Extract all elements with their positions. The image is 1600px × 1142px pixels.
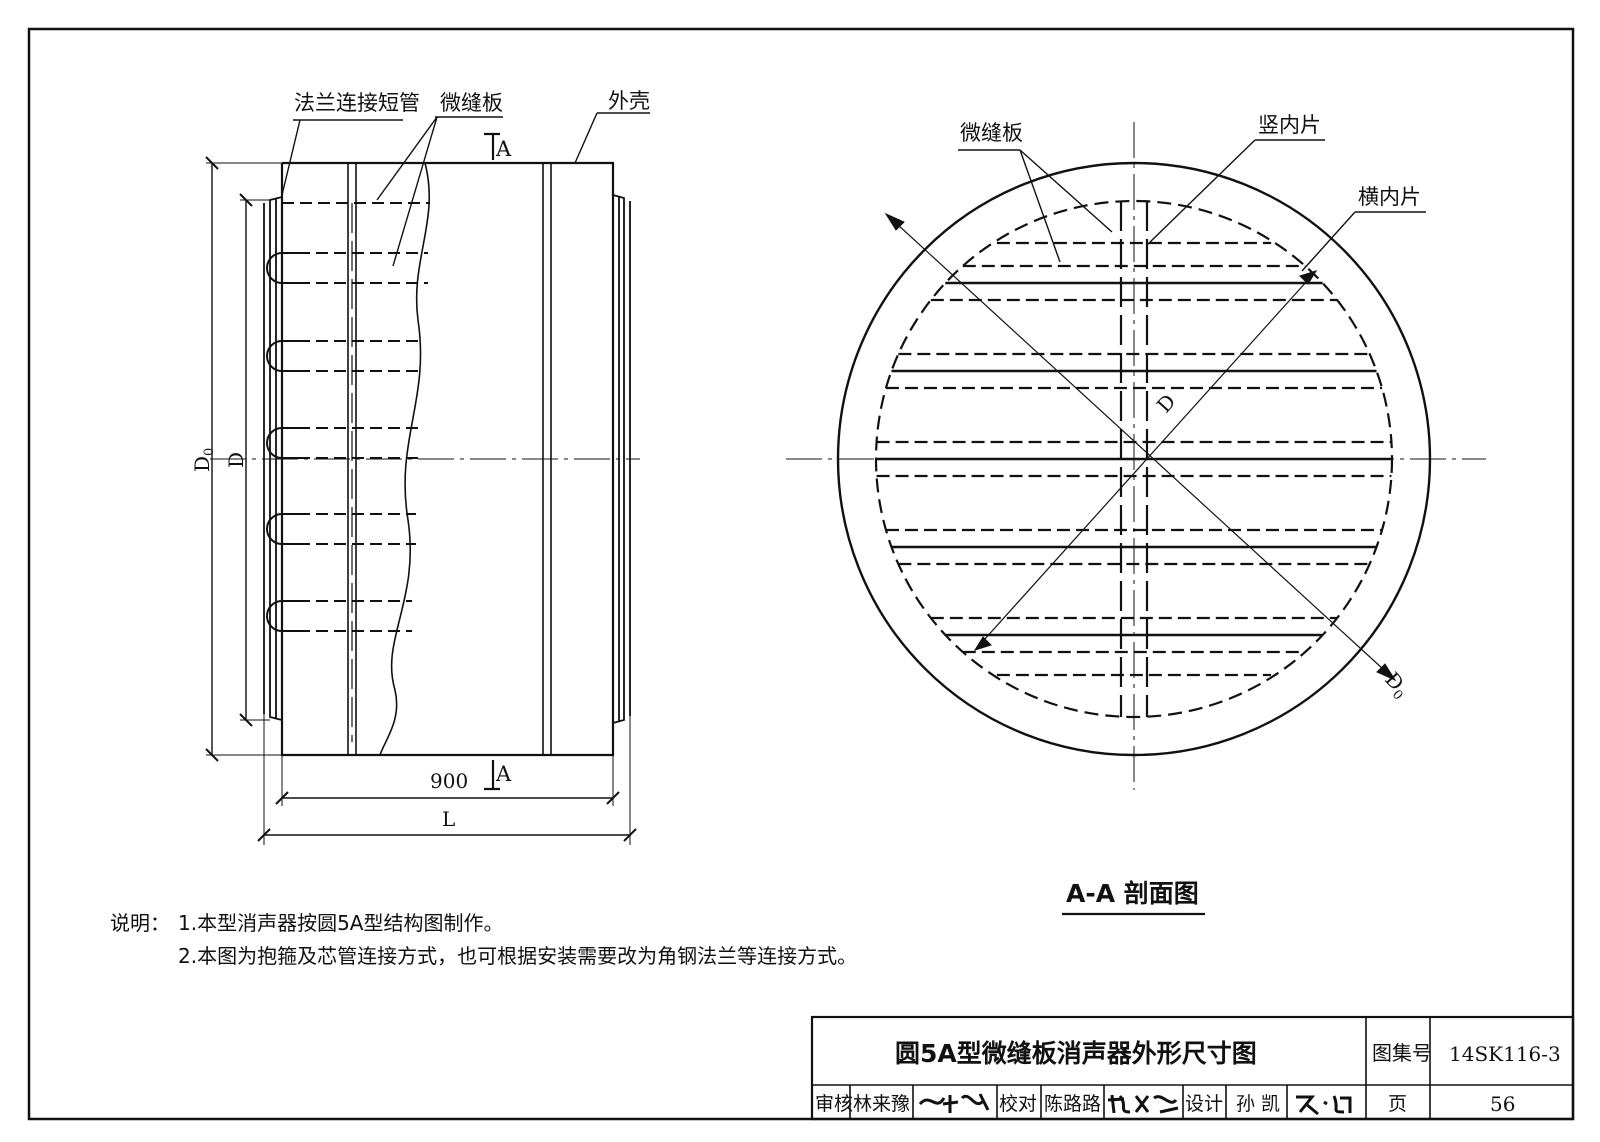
design-label: 设计	[1185, 1093, 1223, 1115]
leader-vertical-fin	[1146, 139, 1325, 246]
label-vertical-fin: 竖内片	[1258, 113, 1321, 137]
title-block-frame	[810, 1015, 1575, 1121]
sheet-border	[27, 27, 1575, 1121]
panel-dashed-run	[298, 427, 420, 459]
panel-u-end	[266, 252, 298, 284]
dim-d0-ext	[206, 162, 282, 756]
dim-diagonal-d	[974, 270, 1317, 651]
designer-signature	[1296, 1095, 1352, 1116]
dim-l-label: L	[442, 807, 455, 831]
dim-diagonal-d0	[885, 213, 1396, 681]
svg-text:D0: D0	[190, 448, 217, 472]
dim-l-ticks	[257, 828, 637, 842]
check-label: 校对	[999, 1093, 1037, 1115]
panel-dashed-run	[298, 600, 412, 632]
title-block	[810, 1015, 1575, 1121]
section-caption: A-A 剖面图	[1066, 879, 1199, 908]
label-flange-pipe: 法兰连接短管	[294, 91, 420, 115]
leader-horizontal-fin	[1301, 211, 1426, 272]
section-view	[786, 122, 1486, 790]
section-mark-top-letter: A	[495, 137, 512, 161]
panel-dashed-run	[298, 513, 416, 545]
title-block-grid	[812, 1017, 1573, 1119]
review-label: 审核	[815, 1093, 853, 1115]
note-item-2: 2.本图为抱箍及芯管连接方式，也可根据安装需要改为角钢法兰等连接方式。	[178, 944, 857, 968]
drawing-title: 圆5A型微缝板消声器外形尺寸图	[895, 1039, 1257, 1068]
leader-panel-section	[958, 149, 1113, 263]
dim-d-ticks	[239, 193, 253, 727]
dim-diagonal-arrows	[884, 212, 1397, 682]
dim-d-label: D	[224, 452, 248, 468]
reviewer-name: 林来豫	[853, 1093, 910, 1115]
dim-d0-label: D0	[190, 448, 217, 472]
leader-panel	[376, 116, 503, 267]
dim-900-ext	[281, 723, 614, 806]
break-line	[379, 162, 431, 756]
page-number: 56	[1490, 1092, 1515, 1116]
note-item-1: 1.本型消声器按圆5A型结构图制作。	[178, 911, 504, 935]
section-mark-bottom-letter: A	[495, 762, 512, 786]
reviewer-signature	[918, 1093, 990, 1113]
atlas-label: 图集号	[1372, 1041, 1432, 1065]
label-shell: 外壳	[608, 89, 650, 113]
panel-u-end	[266, 340, 298, 372]
panel-dashed-run	[298, 252, 428, 284]
dim-900-label: 900	[430, 769, 468, 793]
section-mark-bottom	[484, 760, 500, 791]
panel-u-end	[266, 427, 298, 459]
dim-l-ext	[263, 714, 631, 845]
shell-outline	[380, 161, 615, 757]
page-label: 页	[1388, 1093, 1407, 1115]
checker-name: 陈路路	[1044, 1093, 1101, 1115]
leader-shell	[574, 112, 650, 164]
leader-flange-pipe	[281, 119, 403, 196]
dim-900-ticks	[275, 791, 620, 805]
section-dim-d-label: D	[1152, 389, 1181, 417]
label-panel-section: 微缝板	[960, 121, 1023, 145]
side-view	[205, 112, 650, 845]
checker-signature	[1107, 1094, 1179, 1114]
dim-d0-subscript: 0	[202, 448, 217, 456]
atlas-number: 14SK116-3	[1449, 1042, 1561, 1066]
notes-prefix: 说明：	[110, 911, 170, 935]
panel-u-end	[266, 600, 298, 632]
dim-d0-ticks	[205, 156, 219, 762]
panel-u-end	[266, 513, 298, 545]
dim-d0-letter: D	[190, 456, 214, 472]
section-mark-top	[484, 132, 500, 160]
label-panel-side: 微缝板	[440, 91, 503, 115]
panel-dashed-run	[298, 340, 424, 372]
label-horizontal-fin: 横内片	[1358, 185, 1421, 209]
designer-name: 孙 凯	[1236, 1093, 1280, 1115]
